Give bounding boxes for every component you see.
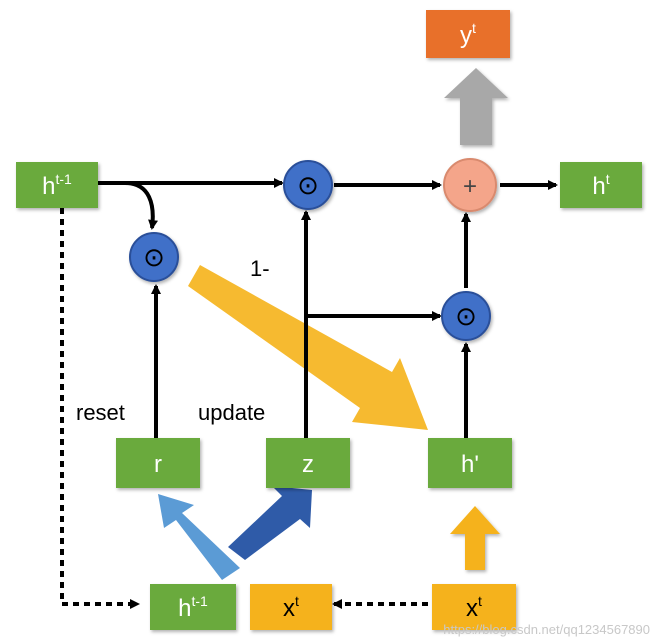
svg-text:yt: yt: [460, 20, 476, 49]
svg-text:ht: ht: [592, 171, 609, 200]
hadamard-symbol: ⊙: [143, 242, 165, 272]
hadamard-symbol: ⊙: [297, 170, 319, 200]
x-input-right-sup: t: [478, 593, 482, 609]
h-prev-bottom-box: ht-1: [150, 584, 236, 630]
y-output-box: yt: [426, 10, 510, 58]
r-gate-text: r: [154, 451, 162, 478]
x-input-right-text: x: [466, 595, 478, 622]
h-output-box: ht: [560, 162, 642, 208]
h-candidate-box: h': [428, 438, 512, 488]
h-output-text: h: [592, 173, 605, 200]
y-output-text: y: [460, 22, 472, 49]
update-label: update: [198, 400, 265, 425]
hprev-skip-dotted-line: [60, 208, 140, 609]
x-input-left-text: x: [283, 595, 295, 622]
x-input-left-sup: t: [295, 593, 299, 609]
h-prev-bottom-sup: t-1: [192, 593, 209, 609]
mult-reset-operator: ⊙: [129, 232, 179, 282]
r-gate-box: r: [116, 438, 200, 488]
reset-label: reset: [76, 400, 125, 425]
watermark: https://blog.csdn.net/qq1234567890: [443, 622, 650, 637]
x-input-left-box: xt: [250, 584, 332, 630]
hprev-to-mult-reset-line: [124, 181, 158, 230]
x-to-candidate-arrow: [450, 506, 500, 570]
mult-top-operator: ⊙: [283, 160, 333, 210]
h-candidate-text: h': [461, 451, 479, 478]
h-prev-top-text: h: [42, 173, 55, 200]
svg-text:xt: xt: [466, 593, 482, 622]
svg-text:ht-1: ht-1: [178, 593, 208, 622]
input-to-z-arrow: [228, 486, 312, 560]
z-gate-box: z: [266, 438, 350, 488]
h-prev-top-box: ht-1: [16, 162, 98, 208]
output-arrow: [444, 68, 508, 145]
input-to-r-arrow: [158, 494, 240, 580]
x-input-right-box: xt: [432, 584, 516, 630]
h-prev-bottom-text: h: [178, 595, 191, 622]
add-operator: +: [443, 158, 497, 212]
add-symbol: +: [463, 173, 477, 200]
connectors: [60, 178, 558, 609]
mult-right-operator: ⊙: [441, 291, 491, 341]
hadamard-symbol: ⊙: [455, 301, 477, 331]
y-output-sup: t: [472, 20, 476, 36]
one-minus-label: 1-: [250, 256, 270, 281]
h-prev-top-sup: t-1: [56, 171, 73, 187]
svg-text:ht-1: ht-1: [42, 171, 72, 200]
svg-text:xt: xt: [283, 593, 299, 622]
h-output-sup: t: [606, 171, 610, 187]
z-gate-text: z: [302, 451, 314, 478]
